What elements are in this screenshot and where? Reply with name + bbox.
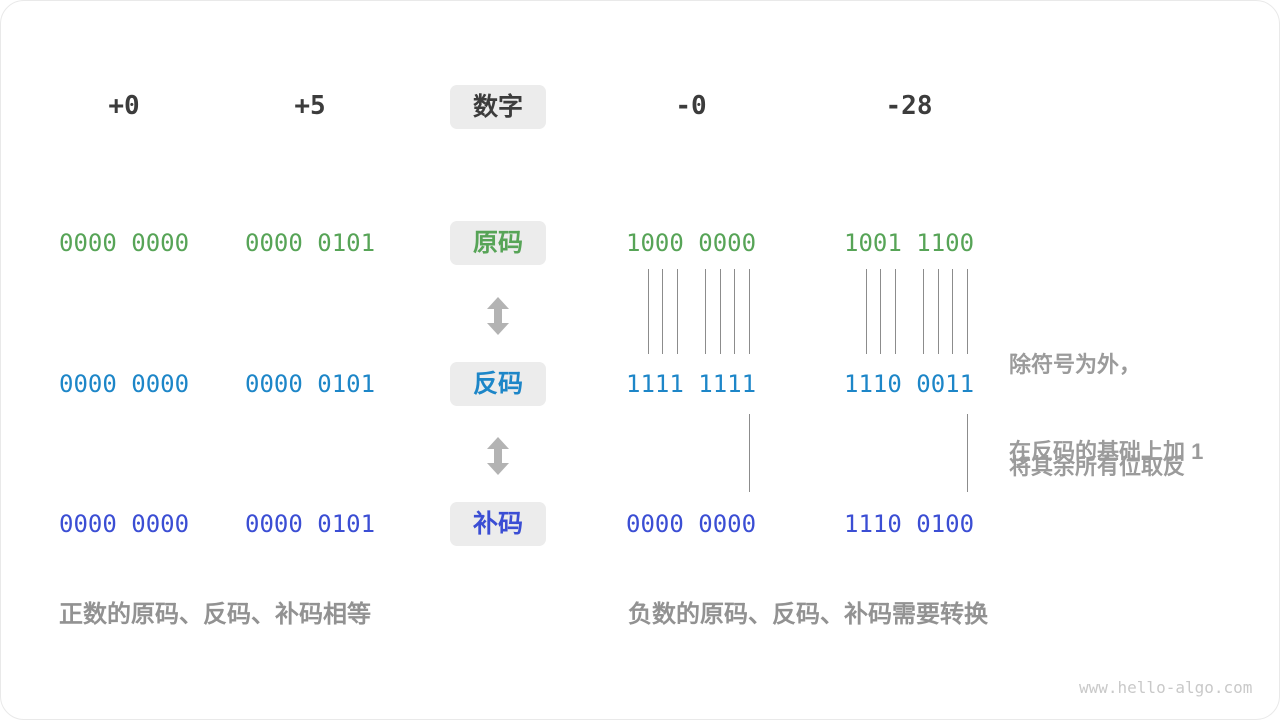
ones-bits-neg0: 1111 1111 bbox=[626, 370, 757, 398]
header-number-neg0: -0 bbox=[675, 91, 707, 121]
twos-bits-pos5: 0000 0101 bbox=[245, 510, 376, 538]
sign-bits-neg28: 1001 1100 bbox=[844, 229, 975, 257]
sign-bits-pos5: 0000 0101 bbox=[245, 229, 376, 257]
header-number-neg28: -28 bbox=[885, 91, 933, 121]
twos-bits-pos0: 0000 0000 bbox=[59, 510, 190, 538]
header-number-pos0: +0 bbox=[108, 91, 140, 121]
caption-positive-numbers: 正数的原码、反码、补码相等 bbox=[59, 601, 371, 628]
label-ones-complement: 反码 bbox=[450, 362, 546, 406]
label-twos-complement: 补码 bbox=[450, 502, 546, 546]
header-number-pos5: +5 bbox=[294, 91, 326, 121]
label-sign-magnitude: 原码 bbox=[450, 221, 546, 265]
add-one-tick-line-neg28 bbox=[844, 414, 974, 492]
annotation-invert: 除符号为外， 将其余所有位取反 bbox=[1009, 280, 1185, 552]
twos-bits-neg0: 0000 0000 bbox=[626, 510, 757, 538]
invert-tick-lines-neg0 bbox=[626, 269, 756, 354]
double-arrow-icon bbox=[487, 297, 509, 335]
caption-negative-numbers: 负数的原码、反码、补码需要转换 bbox=[628, 601, 988, 628]
ones-bits-pos5: 0000 0101 bbox=[245, 370, 376, 398]
invert-tick-lines-neg28 bbox=[844, 269, 974, 354]
ones-bits-neg28: 1110 0011 bbox=[844, 370, 975, 398]
ones-bits-pos0: 0000 0000 bbox=[59, 370, 190, 398]
watermark-url: www.hello-algo.com bbox=[1079, 678, 1253, 697]
annotation-invert-line1: 除符号为外， bbox=[1009, 352, 1142, 377]
annotation-add-one: 在反码的基础上加 1 bbox=[1009, 439, 1204, 464]
sign-bits-neg0: 1000 0000 bbox=[626, 229, 757, 257]
add-one-tick-line-neg0 bbox=[626, 414, 756, 492]
double-arrow-icon bbox=[487, 437, 509, 475]
sign-bits-pos0: 0000 0000 bbox=[59, 229, 190, 257]
twos-bits-neg28: 1110 0100 bbox=[844, 510, 975, 538]
label-number: 数字 bbox=[450, 85, 546, 129]
annotation-invert-line2: 将其余所有位取反 bbox=[1009, 454, 1186, 479]
